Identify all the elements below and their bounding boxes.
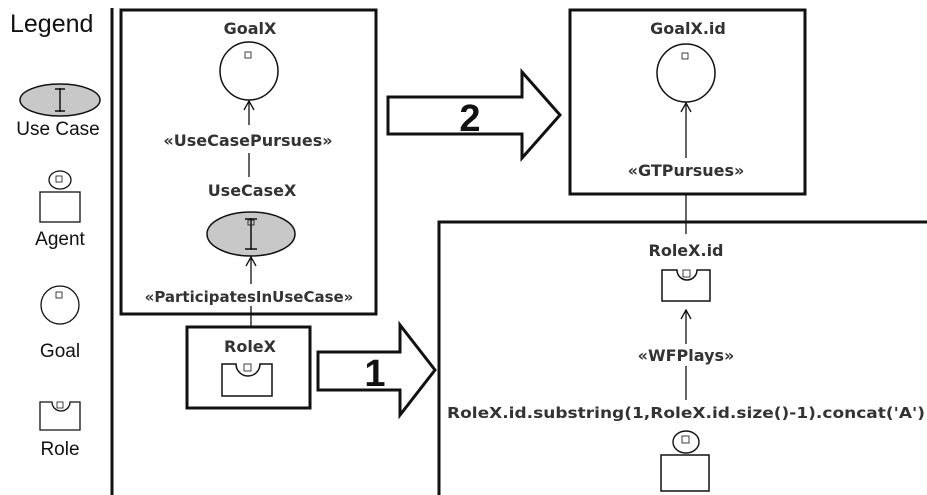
legend-label-use-case: Use Case: [16, 119, 99, 140]
source-role-box: RoleX: [185, 325, 312, 410]
target-goal-label: GoalX.id: [650, 19, 726, 38]
transform-arrow-2: 2: [386, 68, 563, 162]
participates-label: «ParticipatesInUseCase»: [145, 288, 354, 306]
arrow-2-label: 2: [459, 98, 480, 140]
source-goal-icon: [219, 41, 279, 101]
source-role-label: RoleX: [224, 337, 277, 356]
target-role-icon: [661, 269, 711, 302]
source-model-box: GoalX «UseCasePursues» UseCaseX «Partici…: [119, 8, 378, 336]
legend-label-agent: Agent: [35, 229, 85, 250]
gt-pursues-label: «GTPursues»: [628, 161, 745, 180]
legend-label-goal: Goal: [40, 341, 80, 362]
target-goal-icon: [656, 43, 716, 103]
target-role-region: RoleX.id «WFPlays» RoleX.id.substring(1,…: [437, 220, 927, 495]
goal-icon: [40, 285, 80, 325]
use-case-icon: [19, 83, 101, 117]
wf-plays-connector: [680, 308, 692, 400]
target-role-label: RoleX.id: [649, 241, 724, 260]
use-case-pursues-label: «UseCasePursues»: [163, 131, 332, 150]
wf-plays-label: «WFPlays»: [638, 346, 735, 365]
source-use-case-label: UseCaseX: [208, 181, 297, 200]
legend-panel: Legend Use Case Agent Goal Role: [10, 8, 114, 495]
source-use-case-icon: [206, 211, 296, 257]
agent-icon: [39, 170, 81, 223]
arrow-1-label: 1: [364, 353, 385, 395]
target-agent-icon: [660, 430, 710, 492]
legend-label-role: Role: [40, 439, 79, 460]
target-agent-label: RoleX.id.substring(1,RoleX.id.size()-1).…: [447, 404, 925, 422]
role-icon: [39, 401, 81, 431]
source-role-icon: [221, 363, 273, 397]
legend-title: Legend: [10, 10, 93, 38]
transform-arrow-1: 1: [316, 320, 437, 420]
use-case-pursues-connector: [243, 99, 255, 177]
source-goal-label: GoalX: [224, 19, 277, 38]
target-goal-box: GoalX.id «GTPursues»: [568, 8, 807, 196]
gt-pursues-connector: [680, 101, 692, 158]
